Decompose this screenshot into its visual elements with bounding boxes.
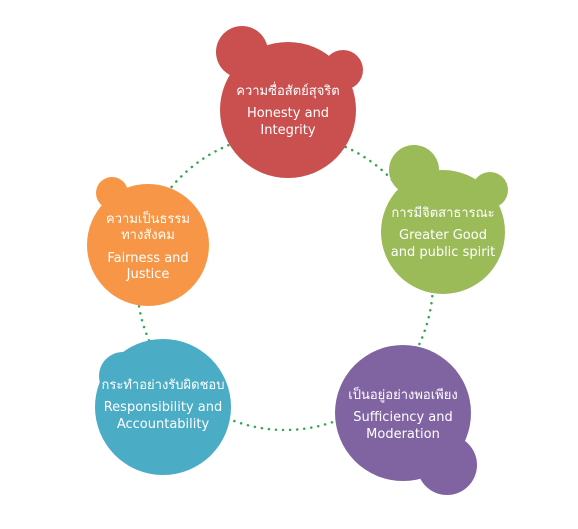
node-fairness — [87, 177, 209, 306]
node-public-spirit-thai: การมีจิตสาธารณะ — [391, 206, 495, 221]
node-public-spirit-english-1: Greater Good — [399, 228, 487, 244]
node-sufficiency-bump — [417, 435, 477, 495]
node-honesty-circle — [220, 42, 356, 178]
node-sufficiency-label: เป็นอยู่อย่างพอเพียง Sufficiency and Mod… — [333, 388, 473, 443]
node-responsibility-english-2: Accountability — [116, 416, 210, 432]
node-responsibility — [95, 339, 231, 475]
node-public-spirit-english-2: and public spirit — [390, 244, 496, 260]
node-sufficiency-thai: เป็นอยู่อย่างพอเพียง — [348, 388, 458, 403]
node-honesty-thai: ความซื่อสัตย์สุจริต — [236, 84, 340, 99]
node-honesty — [216, 26, 363, 178]
node-public-spirit-label: การมีจิตสาธารณะ Greater Good and public … — [378, 206, 508, 261]
node-responsibility-english-1: Responsibility and — [103, 400, 223, 416]
node-fairness-circle — [87, 184, 209, 306]
node-responsibility-circle — [95, 339, 231, 475]
node-fairness-thai-1: ความเป็นธรรม — [106, 212, 190, 227]
node-honesty-english-2: Integrity — [260, 122, 316, 138]
node-fairness-label: ความเป็นธรรม ทางสังคม Fairness and Justi… — [93, 212, 203, 283]
node-public-spirit-circle — [381, 170, 505, 294]
node-fairness-thai-2: ทางสังคม — [121, 228, 175, 244]
node-fairness-english-2: Justice — [126, 266, 170, 282]
node-fairness-english-1: Fairness and — [107, 250, 189, 266]
node-honesty-english-1: Honesty and — [246, 106, 330, 122]
node-sufficiency-english-1: Sufficiency and — [353, 410, 453, 426]
node-responsibility-thai: กระทำอย่างรับผิดชอบ — [101, 378, 225, 393]
node-responsibility-label: กระทำอย่างรับผิดชอบ Responsibility and A… — [98, 378, 228, 433]
node-sufficiency-english-2: Moderation — [366, 426, 440, 442]
node-sufficiency — [335, 345, 477, 495]
node-honesty-label: ความซื่อสัตย์สุจริต Honesty and Integrit… — [218, 84, 358, 139]
node-public-spirit — [381, 145, 508, 294]
